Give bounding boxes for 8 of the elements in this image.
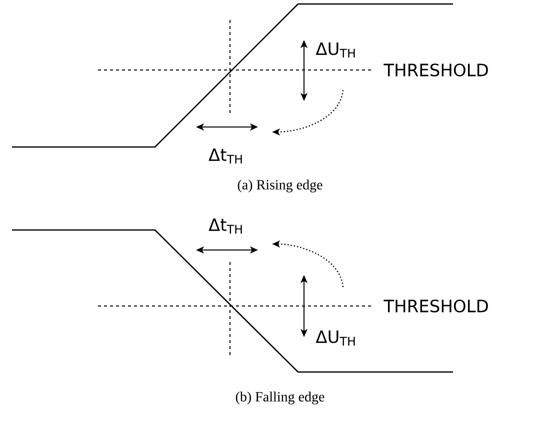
time-delta-label: Δt$_{TH}$	[208, 218, 242, 234]
threshold-label: THRESHOLD	[384, 300, 488, 312]
subcaption: (a) Rising edge	[238, 180, 322, 192]
threshold-label: THRESHOLD	[384, 64, 488, 76]
voltage-delta-label: ΔU$_{TH}$	[316, 42, 355, 58]
time-delta-label: Δt$_{TH}$	[208, 148, 242, 164]
subcaption: (b) Falling edge	[236, 392, 324, 404]
voltage-delta-label: ΔU$_{TH}$	[316, 330, 355, 346]
